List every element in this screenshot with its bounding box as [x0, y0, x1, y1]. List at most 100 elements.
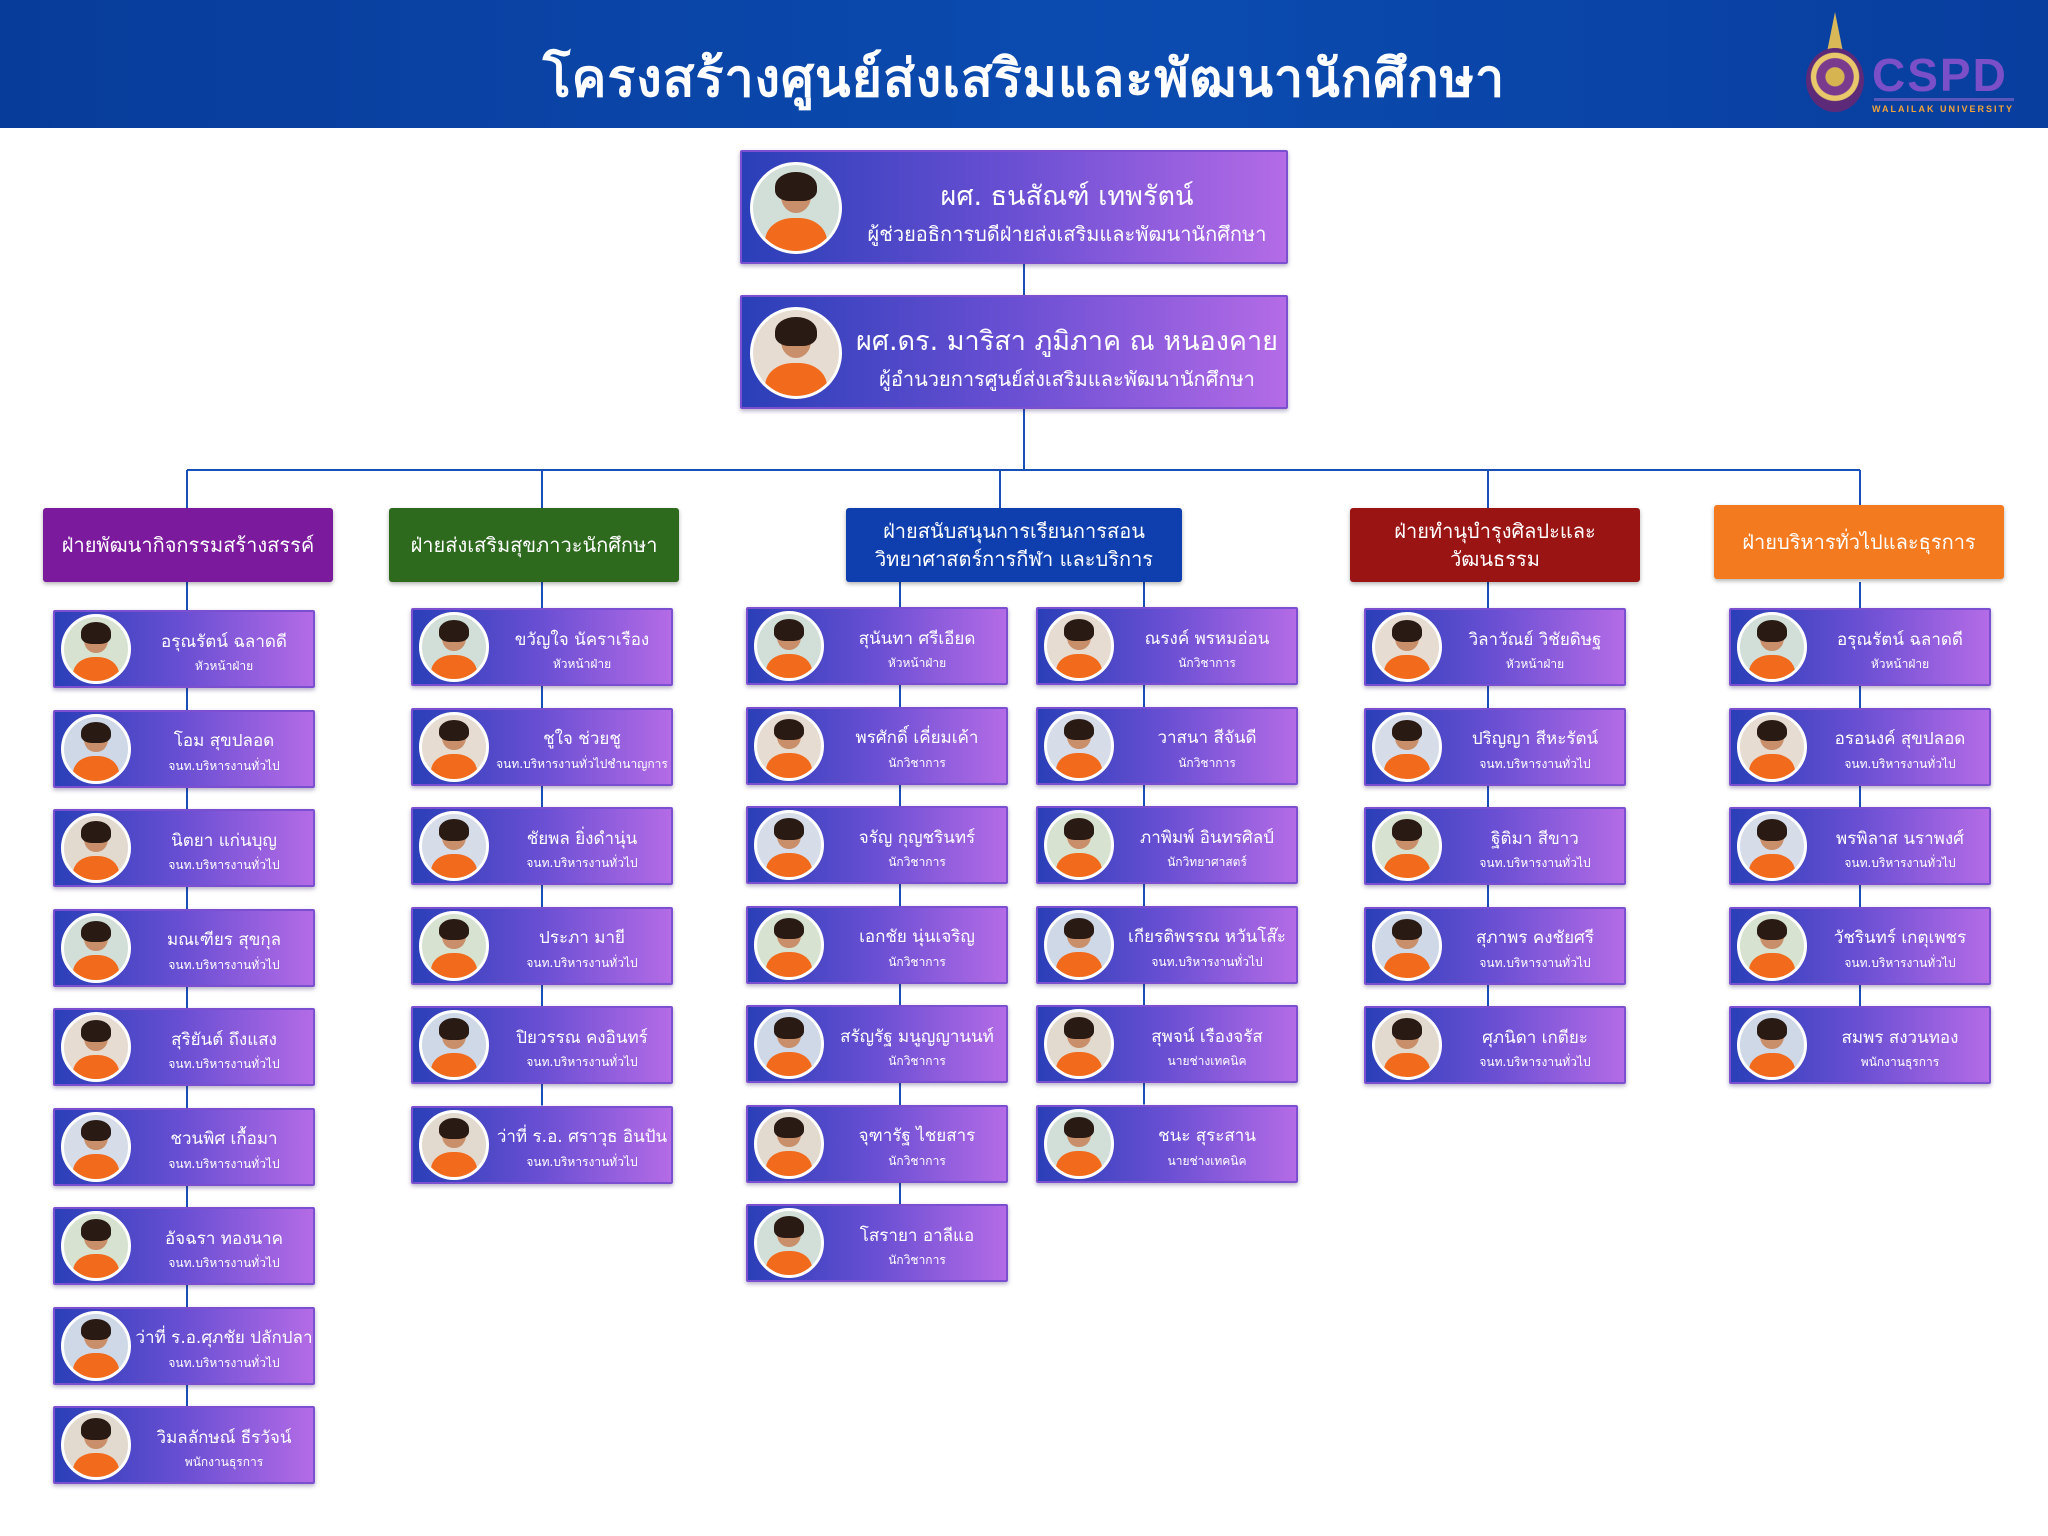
staff-name: ปิยวรรณ คงอินทร์: [516, 1027, 648, 1048]
staff-role: นายช่างเทคนิค: [1167, 1054, 1247, 1069]
avatar-hair: [773, 917, 805, 940]
avatar-body: [72, 656, 120, 681]
staff-card[interactable]: สุพจน์ เรืองจรัสนายช่างเทคนิค: [1036, 1005, 1298, 1083]
assistant-president-card[interactable]: ผศ. ธนสัณฑ์ เทพรัตน์ผู้ช่วยอธิการบดีฝ่าย…: [740, 150, 1288, 264]
avatar-hair: [80, 622, 112, 644]
avatar-body: [430, 654, 478, 679]
department-header[interactable]: ฝ่ายพัฒนากิจกรรมสร้างสรรค์: [43, 508, 333, 582]
staff-card[interactable]: อัจฉรา ทองนาคจนท.บริหารงานทั่วไป: [53, 1207, 315, 1285]
staff-card[interactable]: วาสนา สีจันดีนักวิชาการ: [1036, 706, 1298, 785]
staff-role: หัวหน้าฝ่าย: [552, 657, 612, 672]
staff-card[interactable]: เกียรติพรรณ หวันโส๊ะจนท.บริหารงานทั่วไป: [1036, 905, 1298, 984]
staff-card[interactable]: วิลาวัณย์ วิชัยดิษฐหัวหน้าฝ่าย: [1364, 608, 1626, 686]
staff-card[interactable]: อรุณรัตน์ ฉลาดดีหัวหน้าฝ่าย: [53, 610, 315, 688]
staff-card[interactable]: นิตยา แก่นบุญจนท.บริหารงานทั่วไป: [53, 809, 315, 887]
staff-name: อรุณรัตน์ ฉลาดดี: [161, 631, 287, 652]
department-header[interactable]: ฝ่ายส่งเสริมสุขภาวะนักศึกษา: [389, 508, 679, 582]
staff-card[interactable]: จรัญ กุญชรินทร์นักวิชาการ: [746, 806, 1008, 884]
avatar: [419, 811, 489, 881]
avatar-body: [765, 653, 813, 678]
avatar-hair: [775, 171, 817, 202]
staff-card[interactable]: พรศักดิ์ เคี่ยมเค้านักวิชาการ: [746, 706, 1008, 785]
staff-card[interactable]: สมพร สงวนทองพนักงานธุรการ: [1729, 1006, 1991, 1084]
staff-name: พรศักดิ์ เคี่ยมเค้า: [855, 728, 979, 749]
director-card[interactable]: ผศ.ดร. มาริสา ภูมิภาค ณ หนองคายผู้อำนวยก…: [740, 295, 1288, 409]
staff-role: จนท.บริหารงานทั่วไป: [1479, 756, 1591, 771]
staff-role: จนท.บริหารงานทั่วไป: [168, 957, 280, 972]
staff-role: จนท.บริหารงานทั่วไป: [168, 1156, 280, 1171]
staff-card[interactable]: ว่าที่ ร.อ. ศราวุธ อินปันจนท.บริหารงานทั…: [411, 1105, 673, 1184]
avatar-hair: [80, 1219, 112, 1241]
staff-card[interactable]: ขวัญใจ นัคราเรืองหัวหน้าฝ่าย: [411, 608, 673, 686]
department-header[interactable]: ฝ่ายสนับสนุนการเรียนการสอน วิทยาศาสตร์กา…: [846, 508, 1182, 582]
staff-card[interactable]: ศุภนิดา เกตียะจนท.บริหารงานทั่วไป: [1364, 1006, 1626, 1084]
avatar-hair: [1063, 718, 1095, 741]
staff-card[interactable]: อรุณรัตน์ ฉลาดดีหัวหน้าฝ่าย: [1729, 608, 1991, 686]
staff-card[interactable]: โสรายา อาลีแอนักวิชาการ: [746, 1204, 1008, 1282]
staff-card[interactable]: เอกชัย นุ่นเจริญนักวิชาการ: [746, 905, 1008, 984]
staff-card[interactable]: สุภาพร คงชัยศรีจนท.บริหารงานทั่วไป: [1364, 906, 1626, 985]
staff-name: สุพจน์ เรืองจรัส: [1151, 1026, 1263, 1047]
staff-card[interactable]: มณเฑียร สุขกุลจนท.บริหารงานทั่วไป: [53, 908, 315, 987]
avatar-body: [1055, 852, 1103, 877]
avatar: [1044, 1009, 1114, 1079]
avatar-body: [765, 952, 813, 977]
staff-card[interactable]: ภาพิมพ์ อินทรศิลป์นักวิทยาศาสตร์: [1036, 806, 1298, 884]
staff-card[interactable]: สุนันทา ศรีเอียดหัวหน้าฝ่าย: [746, 607, 1008, 685]
staff-card[interactable]: โอม สุขปลอดจนท.บริหารงานทั่วไป: [53, 709, 315, 788]
avatar-body: [1748, 853, 1796, 878]
avatar-hair: [438, 719, 470, 742]
avatar-hair: [1063, 619, 1095, 641]
avatar: [1737, 612, 1807, 682]
avatar-hair: [1063, 1017, 1095, 1039]
logo-brand: CSPD: [1872, 49, 2008, 101]
staff-card[interactable]: ประภา มายีจนท.บริหารงานทั่วไป: [411, 906, 673, 985]
staff-name: อัจฉรา ทองนาค: [164, 1228, 284, 1249]
staff-card[interactable]: ปิยวรรณ คงอินทร์จนท.บริหารงานทั่วไป: [411, 1006, 673, 1084]
avatar: [61, 1211, 131, 1281]
staff-card[interactable]: ชูใจ ช่วยชูจนท.บริหารงานทั่วไปชำนาญการ: [411, 707, 673, 786]
staff-name: สมพร สงวนทอง: [1841, 1027, 1959, 1048]
staff-card[interactable]: สุริยันต์ ถึงแสงจนท.บริหารงานทั่วไป: [53, 1008, 315, 1086]
staff-card[interactable]: ชนะ สุระสานนายช่างเทคนิค: [1036, 1104, 1298, 1183]
staff-card[interactable]: วิมลลักษณ์ ธีรวัจน์พนักงานธุรการ: [53, 1406, 315, 1484]
avatar: [419, 1109, 489, 1180]
staff-card[interactable]: พรพิลาส นราพงศ์จนท.บริหารงานทั่วไป: [1729, 807, 1991, 885]
staff-name: จุฑารัฐ ไชยสาร: [858, 1126, 976, 1147]
staff-card[interactable]: ณรงค์ พรหมอ่อนนักวิชาการ: [1036, 607, 1298, 685]
avatar: [61, 912, 131, 983]
staff-card[interactable]: วัชรินทร์ เกตุเพชรจนท.บริหารงานทั่วไป: [1729, 906, 1991, 985]
staff-card[interactable]: สรัญรัฐ มนูญญานนท์นักวิชาการ: [746, 1005, 1008, 1083]
avatar-body: [72, 756, 120, 781]
department-header[interactable]: ฝ่ายทำนุบำรุงศิลปะและวัฒนธรรม: [1350, 508, 1640, 582]
staff-name: วาสนา สีจันดี: [1157, 728, 1257, 749]
staff-card[interactable]: ปริญญา สีหะรัตน์จนท.บริหารงานทั่วไป: [1364, 707, 1626, 786]
staff-role: จนท.บริหารงานทั่วไป: [1479, 856, 1591, 871]
avatar-hair: [1391, 819, 1423, 841]
avatar: [61, 1310, 131, 1381]
avatar-hair: [438, 1117, 470, 1140]
avatar-hair: [80, 1119, 112, 1142]
staff-role: จนท.บริหารงานทั่วไป: [526, 955, 638, 970]
staff-card[interactable]: ชวนพิศ เกื้อมาจนท.บริหารงานทั่วไป: [53, 1107, 315, 1186]
staff-name: มณเฑียร สุขกุล: [166, 930, 282, 951]
staff-role: นักวิชาการ: [888, 755, 946, 770]
staff-name: วิมลลักษณ์ ธีรวัจน์: [156, 1427, 292, 1448]
avatar-hair: [80, 920, 112, 943]
staff-name: โอม สุขปลอด: [173, 731, 275, 752]
leader-name: ผศ. ธนสัณฑ์ เทพรัตน์: [940, 181, 1194, 212]
staff-name: ว่าที่ ร.อ.ศุภชัย ปลักปลา: [135, 1328, 313, 1349]
avatar: [61, 1012, 131, 1082]
avatar: [419, 612, 489, 682]
staff-role: จนท.บริหารงานทั่วไป: [1844, 955, 1956, 970]
avatar-body: [1055, 653, 1103, 678]
avatar-body: [430, 853, 478, 878]
staff-card[interactable]: อรอนงค์ สุขปลอดจนท.บริหารงานทั่วไป: [1729, 707, 1991, 786]
staff-card[interactable]: จุฑารัฐ ไชยสารนักวิชาการ: [746, 1104, 1008, 1183]
staff-card[interactable]: ฐิติมา สีขาวจนท.บริหารงานทั่วไป: [1364, 807, 1626, 885]
avatar-body: [72, 1154, 120, 1179]
avatar-hair: [1756, 719, 1788, 742]
staff-card[interactable]: ชัยพล ยิ่งดำนุ่นจนท.บริหารงานทั่วไป: [411, 807, 673, 885]
staff-card[interactable]: ว่าที่ ร.อ.ศุภชัย ปลักปลาจนท.บริหารงานทั…: [53, 1306, 315, 1385]
department-header[interactable]: ฝ่ายบริหารทั่วไปและธุรการ: [1714, 505, 2004, 579]
